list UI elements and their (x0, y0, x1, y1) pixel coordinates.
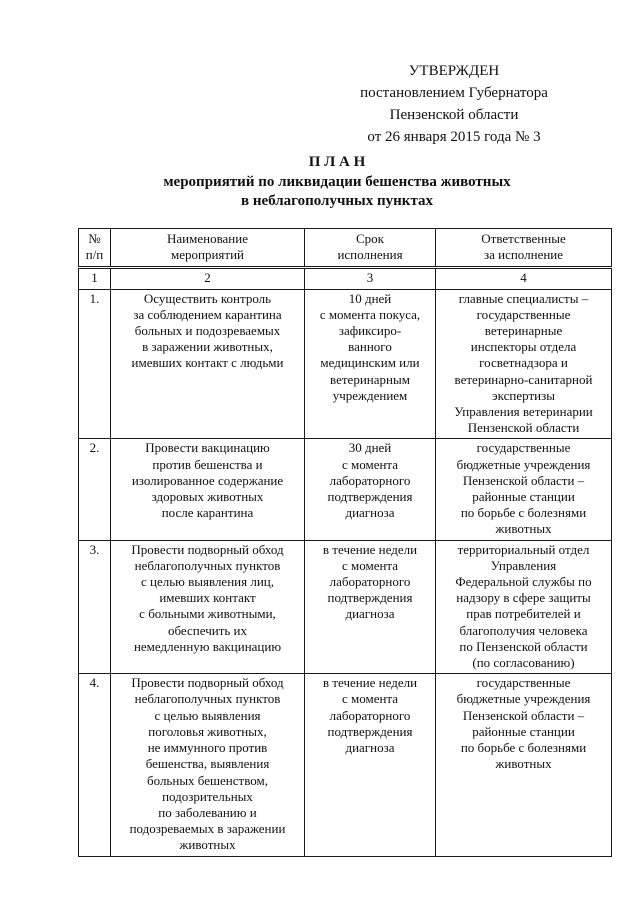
column-numbers-row: 1 2 3 4 (78, 267, 612, 290)
column-number-cell: 3 (304, 267, 436, 290)
table-row: 3. Провести подворный обход неблагополуч… (78, 539, 612, 675)
cell-row-number: 1. (78, 288, 111, 440)
column-number-cell: 4 (435, 267, 612, 290)
header-cell-name: Наименование мероприятий (110, 227, 305, 270)
cell-row-number: 3. (78, 539, 111, 675)
header-cell-responsible: Ответственные за исполнение (435, 227, 612, 270)
cell-responsible: территориальный отдел Управления Федерал… (435, 539, 612, 675)
cell-term: 30 дней с момента лабораторного подтверж… (304, 438, 436, 541)
cell-term: в течение недели с момента лабораторного… (304, 539, 436, 675)
cell-term: в течение недели с момента лабораторного… (304, 673, 436, 857)
header-cell-number: № п/п (78, 227, 111, 270)
column-number-cell: 1 (78, 267, 111, 290)
cell-row-number: 4. (78, 673, 111, 857)
cell-activity: Провести подворный обход неблагополучных… (110, 673, 305, 857)
plan-table: № п/п Наименование мероприятий Срок испо… (78, 227, 612, 857)
cell-responsible: главные специалисты – государственные ве… (435, 288, 612, 440)
header-cell-term: Срок исполнения (304, 227, 436, 270)
document-title: П Л А Н мероприятий по ликвидации бешенс… (0, 153, 640, 212)
cell-activity: Провести вакцинацию против бешенства и и… (110, 438, 305, 541)
approval-stamp: УТВЕРЖДЕН постановлением Губернатора Пен… (360, 63, 548, 145)
cell-responsible: государственные бюджетные учреждения Пен… (435, 673, 612, 857)
cell-activity: Провести подворный обход неблагополучных… (110, 539, 305, 675)
title-line-scope: в неблагополучных пунктах (240, 193, 434, 209)
column-number-cell: 2 (110, 267, 305, 290)
cell-responsible: государственные бюджетные учреждения Пен… (435, 438, 612, 541)
cell-term: 10 дней с момента покуса, зафиксиро- ван… (304, 288, 436, 440)
table-row: 4. Провести подворный обход неблагополуч… (78, 673, 612, 857)
title-line-plan: П Л А Н (308, 154, 366, 170)
table-row: 2. Провести вакцинацию против бешенства … (78, 438, 612, 541)
title-line-subject: мероприятий по ликвидации бешенства живо… (163, 173, 511, 190)
table-row: 1. Осуществить контроль за соблюдением к… (78, 288, 612, 440)
cell-row-number: 2. (78, 438, 111, 541)
table-header-row: № п/п Наименование мероприятий Срок испо… (78, 227, 612, 270)
cell-activity: Осуществить контроль за соблюдением кара… (110, 288, 305, 440)
